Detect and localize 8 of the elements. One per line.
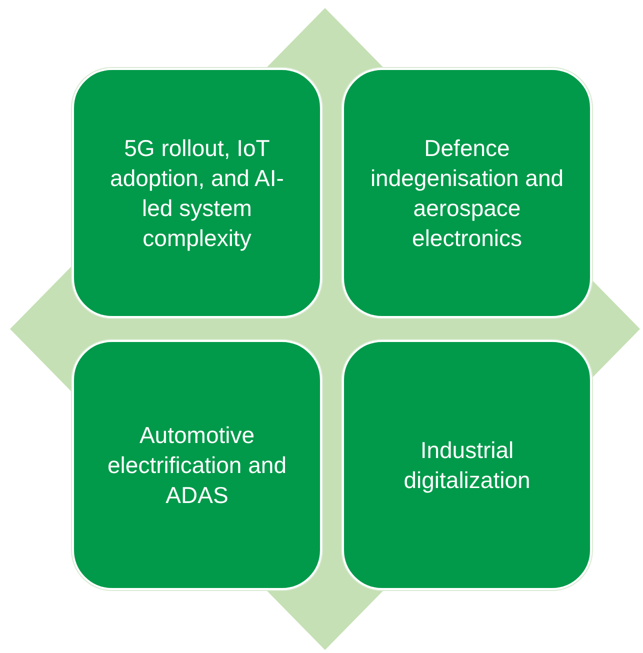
quadrant-box <box>72 68 322 318</box>
quadrant-box <box>72 340 322 590</box>
quadrant-text: 5G rollout, IoT adoption, and AI-led system complexity <box>109 134 285 253</box>
quadrant-text: Industrial digitalization <box>402 436 532 495</box>
quadrant-text: Defence indegenisation and aerospace electronics <box>369 134 565 253</box>
quadrant-box <box>342 340 592 590</box>
quadrant-text: Automotive electrification and ADAS <box>106 421 288 510</box>
quadrant-box <box>342 68 592 318</box>
